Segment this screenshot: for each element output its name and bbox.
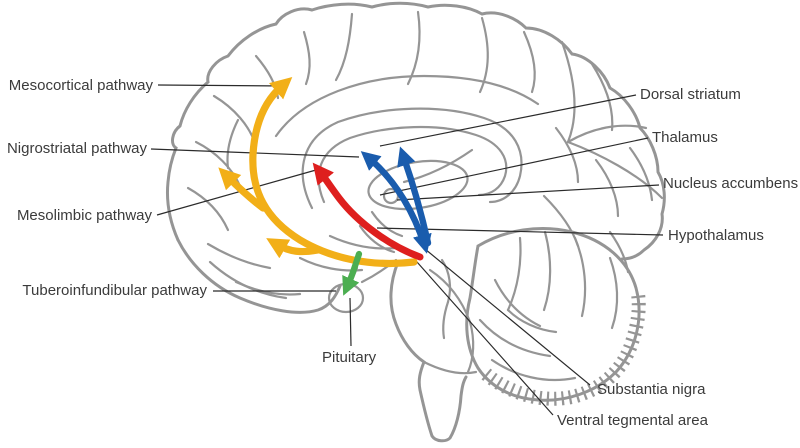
cingulate-sulcus — [274, 74, 540, 138]
sulcus — [554, 126, 580, 184]
arbor-vitae-4 — [573, 236, 587, 318]
sulcus — [234, 280, 302, 296]
sulcus — [206, 242, 272, 270]
sulcus — [186, 186, 230, 232]
sulcus — [328, 234, 398, 250]
sulcus — [302, 30, 311, 86]
interthalamic-adhesion — [382, 187, 400, 205]
sulcus — [608, 230, 630, 274]
label-nigrostriatal-pathway: Nigrostriatal pathway — [6, 140, 147, 157]
label-thalamus: Thalamus — [652, 129, 718, 146]
sulcus — [212, 94, 258, 148]
nucleus-accumbens-leader-line — [396, 184, 660, 201]
sulcus — [590, 62, 614, 132]
thalamus-leader-line — [379, 137, 649, 196]
arbor-vitae-6 — [493, 278, 542, 328]
label-dorsal-striatum: Dorsal striatum — [640, 86, 741, 103]
sulcus — [334, 12, 354, 82]
midbrain-colliculi-2 — [442, 300, 450, 340]
nigrostriatal-arrow — [312, 162, 424, 261]
sulcus — [522, 30, 536, 94]
label-ventral-tegmental-area: Ventral tegmental area — [557, 412, 708, 429]
sulcus — [560, 40, 576, 144]
arbor-vitae-7 — [478, 318, 552, 358]
mesolimbic-arrow — [266, 238, 322, 259]
label-mesocortical-pathway: Mesocortical pathway — [8, 77, 153, 94]
arbor-vitae-8 — [490, 358, 577, 382]
corpus-callosum-outer — [301, 107, 523, 210]
mesocortical-branch-arrow — [218, 167, 267, 212]
dorsal-striatum-leader-line — [379, 94, 637, 147]
mesocortical-leader-line — [157, 84, 287, 87]
pituitary-leader-line — [349, 297, 352, 347]
cerebellum-outline — [465, 226, 641, 402]
brainstem-anterior-edge — [389, 260, 468, 443]
tuberoinfundibular-arrow — [342, 250, 363, 296]
arbor-vitae-2 — [506, 308, 558, 334]
label-pituitary: Pituitary — [322, 349, 377, 366]
arbor-vitae-1 — [506, 236, 522, 312]
sulcus — [406, 10, 421, 86]
ventral-tegmental-area-leader-line — [416, 261, 554, 416]
pons-medulla-line — [422, 360, 478, 375]
sulcus — [226, 118, 240, 170]
label-tuberoinfundibular-pathway: Tuberoinfundibular pathway — [22, 282, 207, 299]
mesolimbic-leader-line — [156, 169, 317, 216]
arbor-vitae-3 — [542, 230, 552, 312]
sulcus — [566, 124, 648, 144]
hypothalamus-curve-2 — [358, 224, 396, 254]
label-nucleus-accumbens: Nucleus accumbens — [663, 175, 799, 192]
substantia-nigra-leader-line — [424, 248, 591, 386]
label-substantia-nigra: Substantia nigra — [597, 381, 706, 398]
hypothalamus-curve-1 — [370, 210, 404, 238]
thalamic-arrow-down-tip — [412, 226, 432, 254]
label-hypothalamus: Hypothalamus — [668, 227, 764, 244]
arbor-vitae-5 — [608, 256, 619, 330]
label-mesolimbic-pathway: Mesolimbic pathway — [16, 207, 152, 224]
pathway-arrows — [218, 76, 432, 296]
sulcus — [542, 194, 580, 248]
sulcus — [478, 16, 489, 94]
cerebrum-outline — [166, 1, 666, 261]
sulcus — [566, 140, 664, 200]
sulcus — [628, 146, 654, 202]
